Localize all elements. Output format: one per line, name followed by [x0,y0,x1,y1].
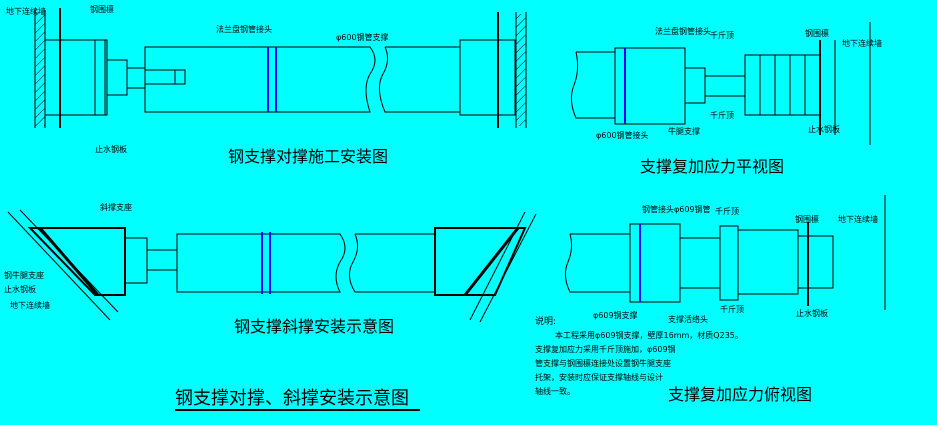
label-pipe-spec-1: φ600钢管支撑 [336,32,389,42]
label-wale-3: 钢围檩 [795,214,819,224]
label-strut-spec-3: φ609钢支撑 [593,310,638,320]
label-dl-wall-3: 地下连续墙 [842,38,882,48]
label-diag-wale: 斜撑支座 [100,202,132,212]
title-diagonal-install: 钢支撑斜撑安装示意图 [234,317,394,336]
label-jack-2: 千斤顶 [710,110,734,120]
label-pipe-flange-1: 法兰盘钢管接头 [216,24,272,34]
notes-heading: 说明: [535,315,556,327]
label-pipe-flange-2: 法兰盘钢管接头 [655,26,711,36]
label-steel-wale-1: 钢围檩 [90,4,114,14]
label-dl-wall-1: 地下连续墙 [6,6,46,16]
notes-line-5: 轴线一致。 [535,386,575,396]
label-joint-1: φ600钢管接头 [596,130,649,140]
label-jack-6: 千斤顶 [720,304,744,314]
label-joint-2: 钢管接头φ609钢管 [642,204,711,214]
label-corner-bracket: 钢牛腿支座 [4,270,44,280]
label-stopper-3: 止水钢板 [808,124,840,134]
label-dl-wall-2: 地下连续墙 [10,300,50,310]
plan-view-drawing [570,22,871,145]
label-jack-1: 千斤顶 [710,30,734,40]
label-stopper-2: 止水钢板 [4,284,36,294]
notes-line-1: 本工程采用φ609钢支撑，壁厚16mm，材质Q235。 [555,330,743,340]
label-wale-2: 钢围檩 [805,28,829,38]
top-view-drawing [564,195,886,310]
notes-line-4: 托架，安装时应保证支撑轴线与设计 [535,372,663,382]
title-plan-view: 支撑复加应力平视图 [640,157,784,176]
strut-install-drawing [34,8,527,128]
label-support-plate-2: 支撑活络头 [668,314,708,324]
label-bracket-1: 牛腿支撑 [668,126,700,136]
diagonal-install-drawing [7,209,537,323]
label-stopper-1: 止水钢板 [95,144,127,154]
title-top-view: 支撑复加应力俯视图 [668,385,812,404]
label-dl-wall-4: 地下连续墙 [838,214,878,224]
title-main: 钢支撑对撑、斜撑安装示意图 [175,388,409,409]
notes-line-3: 管支撑与钢围檩连接处设置钢牛腿支座 [535,358,671,368]
notes-line-2: 支撑复加应力采用千斤顶施加，φ609钢 [535,344,676,354]
title-strut-install: 钢支撑对撑施工安装图 [228,147,388,166]
label-stopper-4: 止水钢板 [796,308,828,318]
label-jack-3: 千斤顶 [715,206,739,216]
